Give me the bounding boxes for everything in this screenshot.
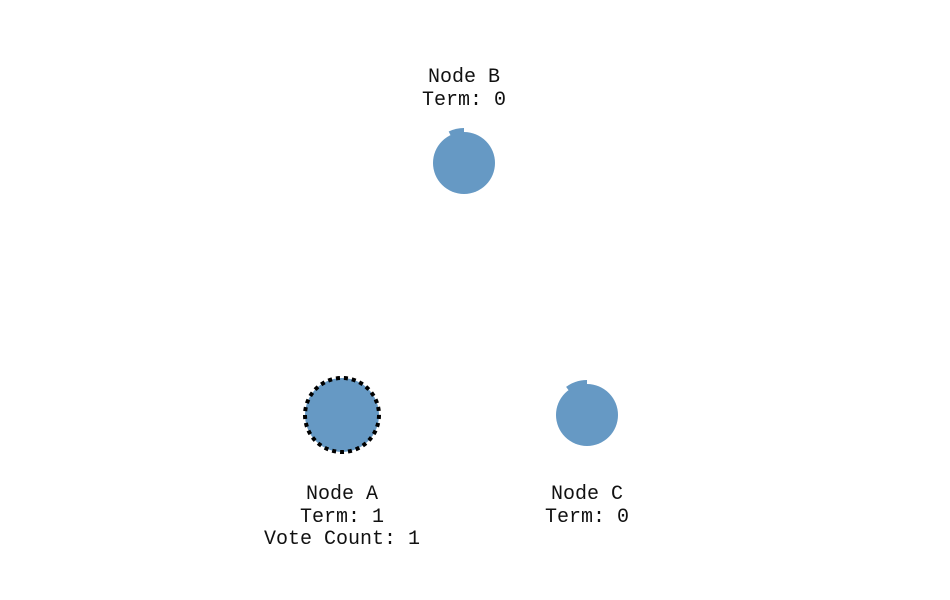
node-c-name: Node C [551,483,623,506]
node-b-term: Term: 0 [422,89,506,112]
node-a-name: Node A [306,483,378,506]
node-b-election-timer [448,127,464,163]
node-b[interactable]: Node B Term: 0 [422,66,506,194]
node-b-name: Node B [428,66,500,89]
node-a-circle[interactable] [303,376,381,454]
node-a[interactable]: Node A Term: 1 Vote Count: 1 [264,376,420,551]
node-c-term: Term: 0 [545,506,629,529]
node-a-term: Term: 1 [300,506,384,529]
node-c-election-timer [566,379,587,415]
node-a-vote-count: Vote Count: 1 [264,528,420,551]
node-c[interactable]: Node C Term: 0 [545,379,629,529]
